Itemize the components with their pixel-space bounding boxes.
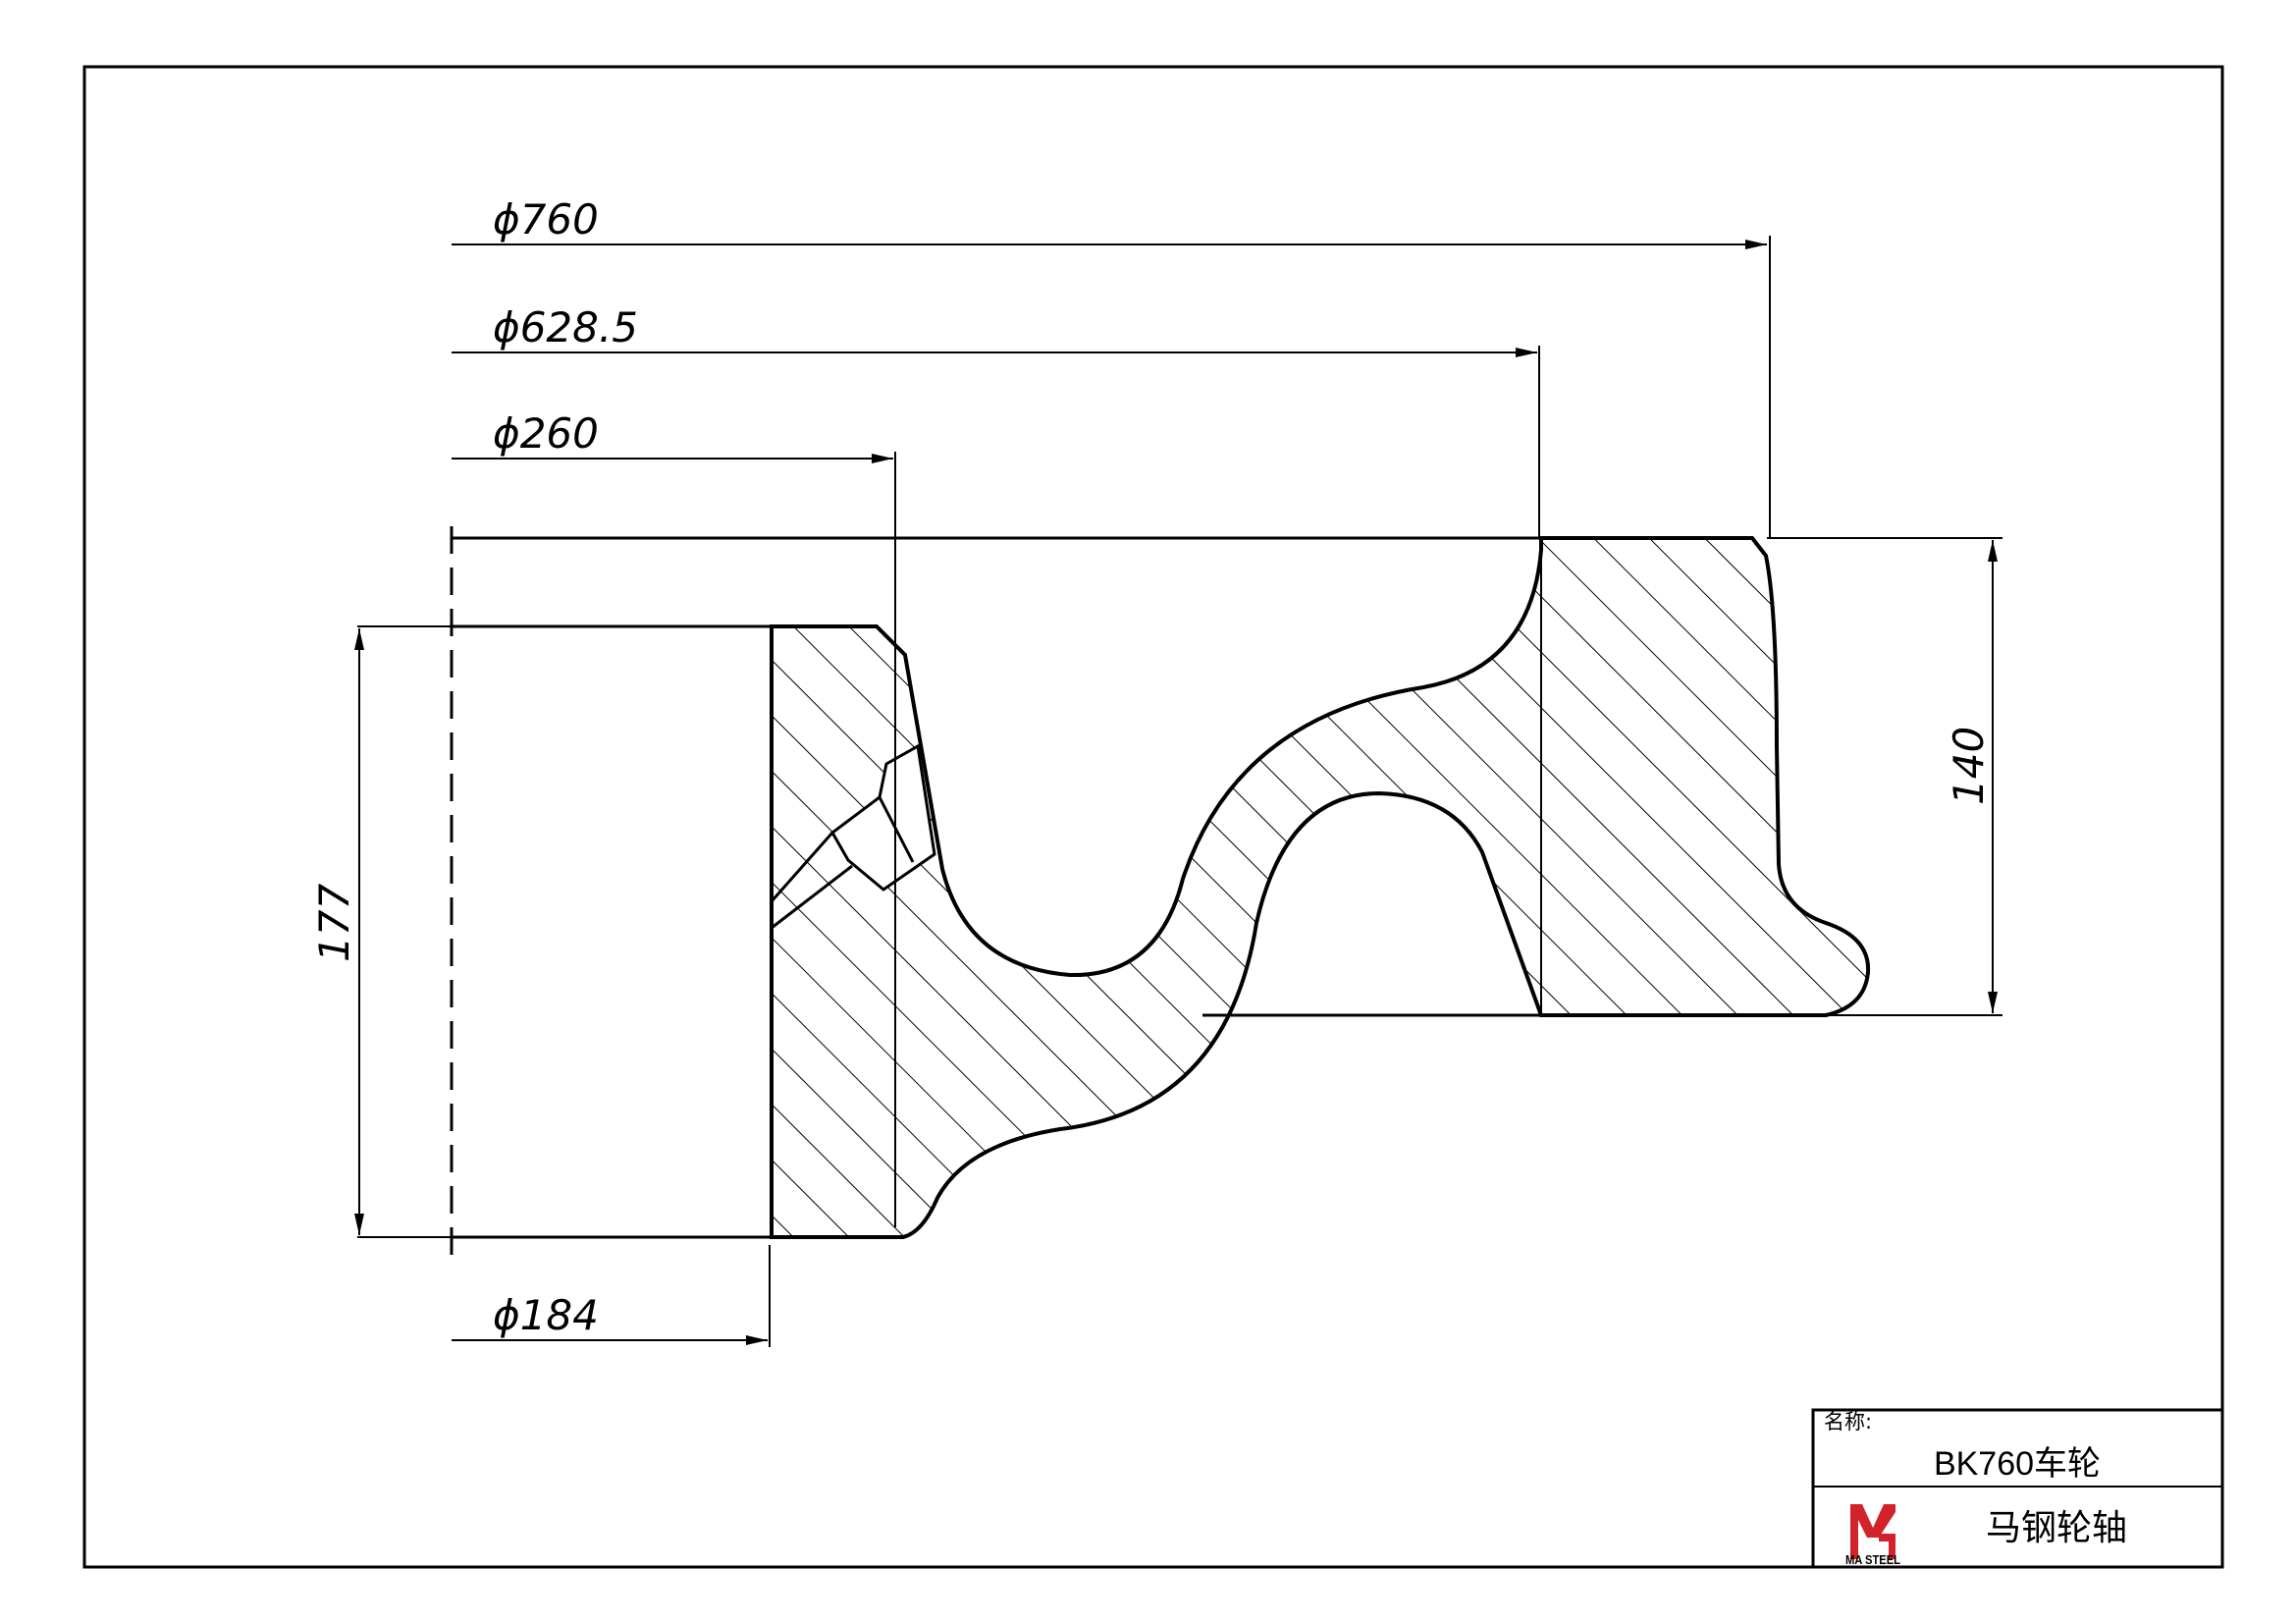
- wheel-section-outline: [770, 536, 1871, 1239]
- dimension-h140: 140: [1767, 537, 2002, 1016]
- logo-text: MA STEEL: [1845, 1552, 1900, 1567]
- title-block-part-name: BK760车轮: [1934, 1445, 2101, 1483]
- dimension-d760: ϕ760: [452, 195, 1771, 538]
- dimension-d628: ϕ628.5: [452, 303, 1540, 538]
- drawing-frame: [82, 65, 2224, 1569]
- dim-label-d260: ϕ260: [493, 409, 599, 458]
- wheel-section-hatch: [772, 538, 1869, 1237]
- dim-label-h140: 140: [1945, 727, 1993, 805]
- title-block: 名称: BK760车轮 MA STEEL 马钢轮轴: [1811, 1408, 2224, 1569]
- title-block-name-label: 名称:: [1824, 1410, 1872, 1434]
- oil-hole: [770, 743, 936, 930]
- wheel-section: [450, 526, 1871, 1255]
- dimension-d184: ϕ184: [452, 1245, 771, 1347]
- dim-label-d184: ϕ184: [493, 1291, 599, 1339]
- dim-label-d628: ϕ628.5: [493, 303, 638, 352]
- dimension-h177: 177: [310, 625, 452, 1238]
- ma-steel-logo: MA STEEL: [1845, 1504, 1900, 1567]
- dim-label-d760: ϕ760: [493, 195, 599, 243]
- title-block-company: 马钢轮轴: [1986, 1508, 2127, 1548]
- dimension-d260: ϕ260: [452, 409, 896, 1227]
- dim-label-h177: 177: [310, 884, 358, 962]
